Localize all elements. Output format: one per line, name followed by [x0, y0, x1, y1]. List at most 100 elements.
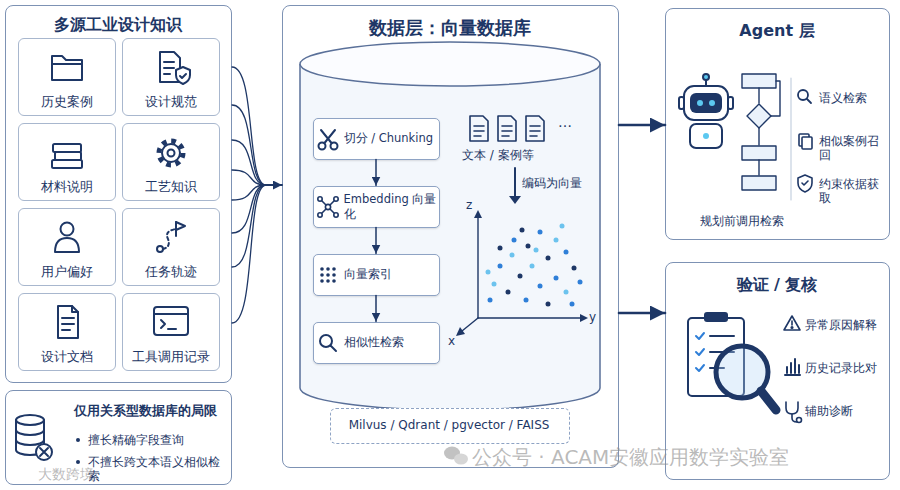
semantic-search-icon — [798, 90, 808, 100]
scissors-icon — [321, 130, 335, 143]
wechat-icon — [444, 447, 460, 460]
flow-arrow — [232, 67, 282, 323]
vector-points — [554, 276, 559, 281]
connector-line — [232, 185, 266, 200]
plan-flowchart — [758, 128, 759, 145]
spec-icon — [160, 52, 190, 84]
database-x-icon — [40, 448, 48, 456]
person-icon — [55, 238, 79, 252]
step-label: 向量索引 — [344, 255, 438, 295]
route-icon — [163, 229, 176, 249]
constraint-shield-icon — [798, 175, 812, 192]
source-card: 设计文档 — [18, 293, 116, 371]
flow-arrow — [619, 313, 665, 314]
scissors-icon — [319, 143, 326, 150]
connector-line — [266, 184, 282, 186]
gear-icon — [162, 144, 180, 162]
constraint-shield-icon — [802, 181, 808, 185]
vector-points — [546, 302, 551, 307]
connector-line — [232, 185, 266, 267]
index-grid-icon — [320, 273, 324, 277]
similar-case-icon — [802, 137, 812, 149]
database-cylinder — [300, 42, 600, 410]
vector-points — [498, 246, 503, 251]
database-x-icon — [16, 420, 44, 455]
vector-points — [538, 284, 543, 289]
plan-flowchart — [747, 104, 771, 128]
process-step: 切分 / Chunking — [313, 118, 440, 160]
terminal-icon — [168, 328, 176, 330]
foreground-art — [16, 52, 812, 465]
vector-points — [534, 248, 539, 253]
clipboard-magnifier — [688, 318, 744, 396]
agent-panel: Agent 层规划前调用检索语义检索相似案例召回约束依据获取 — [665, 8, 890, 240]
books-icon — [52, 160, 82, 168]
embedding-icon — [318, 197, 322, 201]
robot-icon — [697, 100, 703, 106]
vector-points — [572, 266, 577, 271]
panel-title: 多源工业设计知识 — [6, 15, 230, 35]
stethoscope-icon — [792, 414, 797, 422]
database-x-icon — [16, 415, 52, 460]
vector-points — [498, 264, 503, 269]
source-card: 工具调用记录 — [122, 293, 220, 371]
robot-icon — [703, 74, 709, 80]
stethoscope-icon — [786, 402, 802, 423]
document-icon — [58, 306, 78, 338]
index-grid-icon — [326, 273, 330, 277]
clipboard-magnifier — [696, 333, 704, 371]
terminal-icon — [161, 320, 165, 328]
vector-axes — [474, 210, 482, 218]
robot-icon — [728, 97, 733, 109]
database-x-icon — [36, 444, 52, 460]
vector-axes — [580, 314, 588, 322]
encode-arrow — [509, 168, 521, 204]
robot-icon — [705, 80, 707, 86]
connector-line — [375, 228, 377, 254]
robot-icon — [690, 93, 722, 113]
axis-label: x — [448, 334, 460, 348]
source-panel: 多源工业设计知识历史案例设计规范材料说明工艺知识用户偏好任务轨迹设计文档工具调用… — [5, 5, 232, 383]
document-stack — [470, 116, 488, 141]
index-grid-icon — [320, 279, 324, 283]
connector-line — [375, 160, 377, 186]
index-grid-icon — [332, 267, 336, 271]
document-icon — [72, 306, 78, 312]
product-list: Milvus / Qdrant / pgvector / FAISS — [331, 409, 568, 442]
spec-icon — [160, 52, 180, 82]
source-card: 材料说明 — [18, 123, 116, 201]
folder-icon — [52, 56, 82, 80]
plan-flowchart — [758, 160, 759, 175]
index-grid-icon — [326, 267, 330, 271]
ellipsis-mark: … — [558, 114, 582, 131]
vector-points — [486, 224, 583, 307]
bullet-dot — [76, 438, 80, 442]
axis-label: y — [589, 310, 601, 324]
card-label: 工艺知识 — [123, 179, 219, 195]
vector-points — [486, 270, 491, 275]
card-label: 任务轨迹 — [123, 264, 219, 280]
vector-points — [554, 238, 559, 243]
flow-arrow — [376, 296, 377, 322]
encode-arrow — [514, 168, 516, 197]
limitation-box: 仅用关系型数据库的局限擅长精确字段查询不擅长跨文本语义相似检索 — [5, 390, 232, 485]
index-grid-icon — [320, 267, 336, 283]
vector-points — [518, 274, 523, 279]
arrow-label: 编码为向量 — [522, 176, 594, 190]
doc-caption: 文本 / 案例等 — [462, 148, 562, 162]
vector-points — [520, 228, 525, 233]
box-heading: 仅用关系型数据库的局限 — [74, 403, 230, 419]
vector-points — [526, 244, 531, 249]
card-label: 设计规范 — [123, 94, 219, 110]
spec-icon — [180, 74, 186, 78]
route-icon — [175, 222, 177, 236]
database-x-icon — [16, 430, 44, 445]
constraint-shield-icon — [798, 175, 812, 192]
plan-flowchart — [742, 176, 776, 190]
plan-flowchart — [742, 74, 780, 190]
vector-points — [570, 302, 575, 307]
vector-axes — [456, 210, 588, 336]
document-stack — [474, 126, 484, 136]
scissors-icon — [319, 130, 338, 150]
robot-icon — [709, 100, 715, 106]
